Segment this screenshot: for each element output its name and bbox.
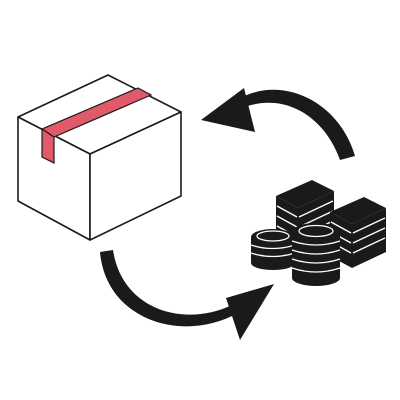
coin-stack-left: [250, 229, 296, 270]
box-side-face: [89, 111, 182, 241]
box-tape-front: [41, 127, 55, 164]
coin-stack-front: [291, 223, 341, 286]
